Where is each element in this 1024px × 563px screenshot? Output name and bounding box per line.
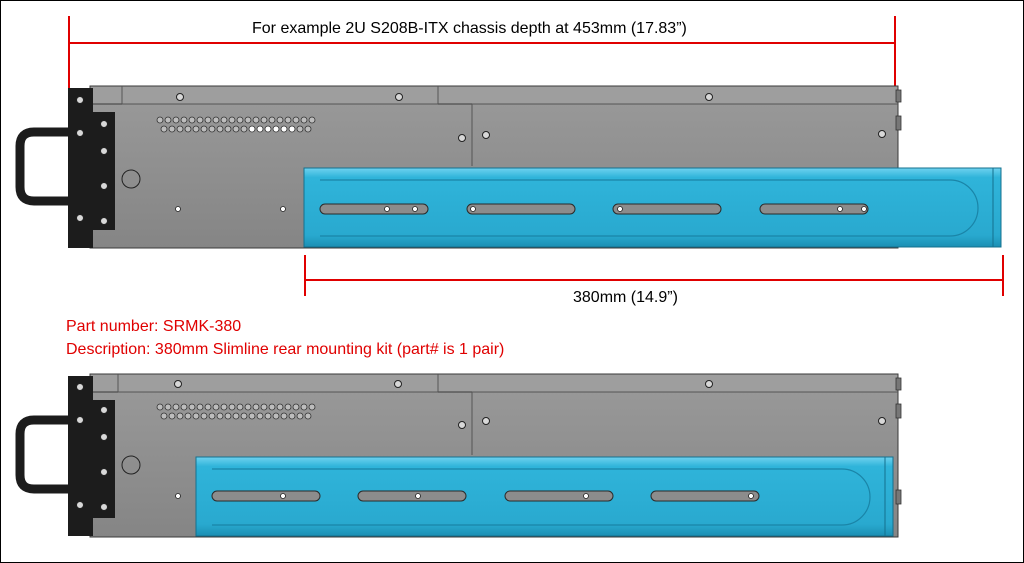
chassis-top-band bbox=[89, 85, 899, 105]
depth-dimension bbox=[68, 16, 896, 90]
screw-icon bbox=[76, 380, 886, 511]
rail-length-label: 380mm (14.9”) bbox=[573, 289, 678, 306]
rack-ear bbox=[68, 376, 93, 536]
chassis-bottom bbox=[15, 373, 902, 538]
screw-icon bbox=[76, 93, 886, 225]
mounting-rail bbox=[195, 456, 894, 537]
handle-icon bbox=[15, 415, 68, 494]
vent-holes-icon bbox=[156, 116, 316, 133]
vent-holes-icon bbox=[156, 403, 316, 420]
rack-ear-flange bbox=[93, 112, 115, 230]
part-number-label: Part number: SRMK-380 bbox=[66, 318, 242, 335]
rail-dimension bbox=[304, 255, 1004, 296]
mounting-rail bbox=[303, 167, 1002, 248]
description-label: Description: 380mm Slimline rear mountin… bbox=[66, 341, 505, 358]
rack-ear-flange bbox=[93, 400, 115, 518]
chassis-top bbox=[15, 85, 1002, 249]
handle-icon bbox=[15, 127, 68, 206]
chassis-top-band bbox=[89, 373, 899, 393]
rack-ear bbox=[68, 88, 93, 248]
chassis-depth-label: For example 2U S208B-ITX chassis depth a… bbox=[252, 20, 687, 37]
